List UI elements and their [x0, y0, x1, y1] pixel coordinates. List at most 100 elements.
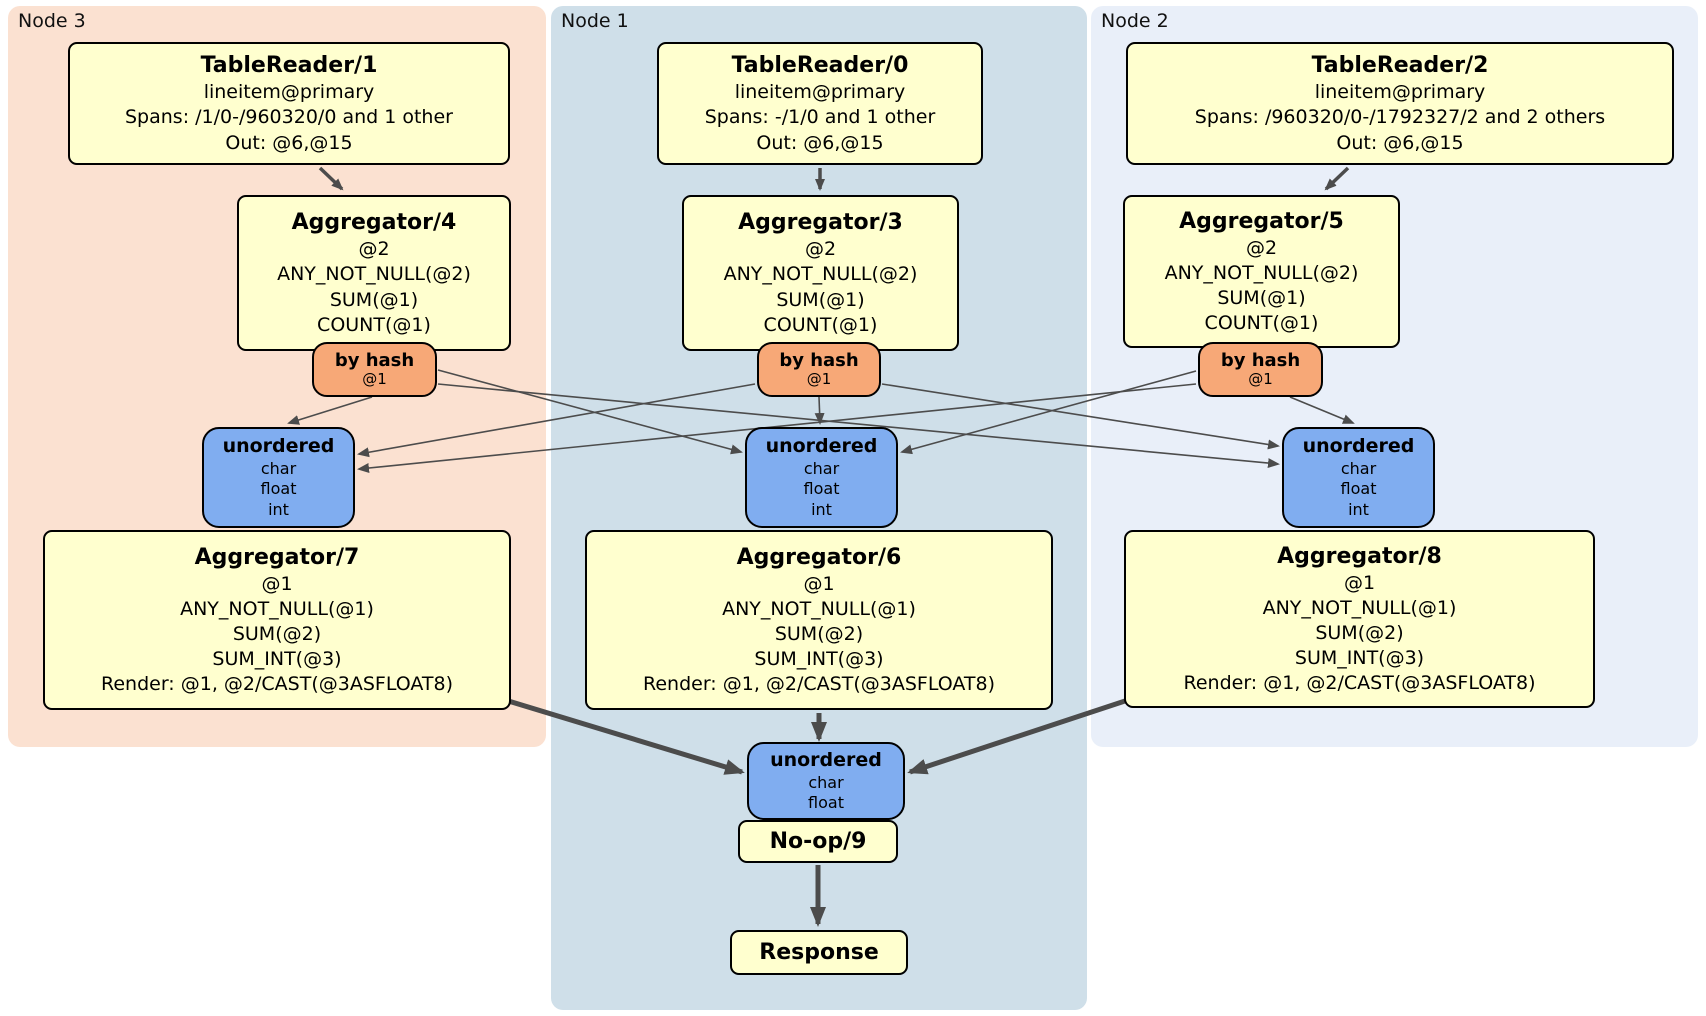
box-line: char: [808, 772, 844, 792]
box-line: float: [803, 479, 840, 499]
box-line: float: [808, 793, 844, 813]
box-line: ANY_NOT_NULL(@2): [1164, 261, 1359, 284]
box-line: SUM_INT(@3): [212, 648, 342, 671]
edge-router2-sync3: [357, 383, 1197, 473]
box-line: int: [811, 500, 832, 520]
box-title: by hash: [334, 349, 415, 371]
box-title: unordered: [770, 748, 882, 771]
box-line: Render: @1, @2/CAST(@3ASFLOAT8): [101, 673, 453, 696]
box-title: TableReader/0: [731, 53, 909, 79]
edge-router3-sync1: [437, 369, 743, 455]
box-line: SUM_INT(@3): [1294, 647, 1425, 670]
edge-router3-sync3: [287, 396, 373, 425]
box-line: char: [260, 458, 297, 478]
box-title: by hash: [1220, 349, 1301, 371]
response-box: Response: [730, 930, 908, 975]
box-line: @1: [1248, 370, 1273, 389]
box-line: SUM(@2): [232, 622, 322, 645]
box-title: Aggregator/7: [194, 544, 360, 570]
edge-tr1-agg4: [318, 166, 344, 191]
box-line: SUM(@1): [776, 288, 865, 311]
edge-router1-sync2: [881, 383, 1280, 450]
box-line: SUM(@1): [1217, 287, 1306, 310]
by-hash-router-node1: by hash @1: [757, 342, 881, 397]
edge-tr2-agg5: [1324, 166, 1350, 191]
box-line: ANY_NOT_NULL(@1): [722, 597, 916, 620]
box-lines: @1: [806, 370, 832, 389]
edge-router2-sync1: [900, 370, 1197, 455]
box-line: lineitem@primary: [1314, 81, 1486, 104]
box-title: Aggregator/5: [1179, 208, 1344, 234]
box-line: Render: @1, @2/CAST(@3ASFLOAT8): [643, 673, 995, 696]
box-line: char: [803, 458, 840, 478]
edge-agg8-syncfinal: [907, 697, 1129, 775]
box-line: Out: @6,@15: [225, 131, 353, 154]
box-title: unordered: [222, 434, 335, 457]
edge-router2-sync2: [1289, 396, 1355, 424]
box-line: ANY_NOT_NULL(@2): [277, 263, 471, 286]
box-line: SUM(@2): [774, 622, 864, 645]
box-title: Aggregator/6: [736, 544, 902, 570]
box-title: No-op/9: [769, 828, 867, 854]
box-line: SUM(@2): [1315, 621, 1404, 644]
box-line: Spans: -/1/0 and 1 other: [704, 106, 936, 129]
box-line: Out: @6,@15: [1336, 131, 1464, 154]
box-title: TableReader/1: [200, 53, 378, 79]
box-title: Response: [759, 939, 879, 965]
box-title: Aggregator/4: [291, 210, 457, 236]
box-line: SUM(@1): [329, 288, 419, 311]
box-line: @1: [806, 370, 832, 389]
noop-9-box: No-op/9: [738, 820, 898, 863]
box-line: @1: [261, 572, 293, 595]
box-title: unordered: [1302, 434, 1415, 457]
box-title: Aggregator/8: [1277, 543, 1442, 569]
box-line: @1: [1343, 571, 1376, 594]
box-line: lineitem@primary: [203, 81, 375, 104]
box-line: Spans: /960320/0-/1792327/2 and 2 others: [1194, 106, 1606, 129]
by-hash-router-node3: by hash @1: [312, 342, 437, 397]
box-line: Out: @6,@15: [756, 131, 884, 154]
box-line: COUNT(@1): [317, 313, 431, 336]
box-line: lineitem@primary: [734, 81, 906, 104]
box-line: @1: [362, 370, 387, 389]
box-line: COUNT(@1): [763, 313, 878, 336]
box-title: TableReader/2: [1311, 53, 1489, 79]
box-title: by hash: [779, 349, 859, 371]
edge-agg7-syncfinal: [504, 697, 745, 775]
box-line: @1: [803, 572, 835, 595]
box-line: ANY_NOT_NULL(@1): [1262, 596, 1457, 619]
edge-router1-sync3: [357, 383, 756, 458]
box-line: int: [1348, 500, 1369, 520]
box-line: SUM_INT(@3): [754, 648, 884, 671]
box-line: ANY_NOT_NULL(@2): [723, 263, 918, 286]
node-3-label: Node 3: [18, 10, 86, 32]
by-hash-router-node2: by hash @1: [1198, 342, 1323, 397]
box-line: float: [260, 479, 297, 499]
edge-router3-sync2: [437, 383, 1280, 469]
box-line: @2: [804, 238, 837, 261]
box-line: @2: [358, 238, 390, 261]
